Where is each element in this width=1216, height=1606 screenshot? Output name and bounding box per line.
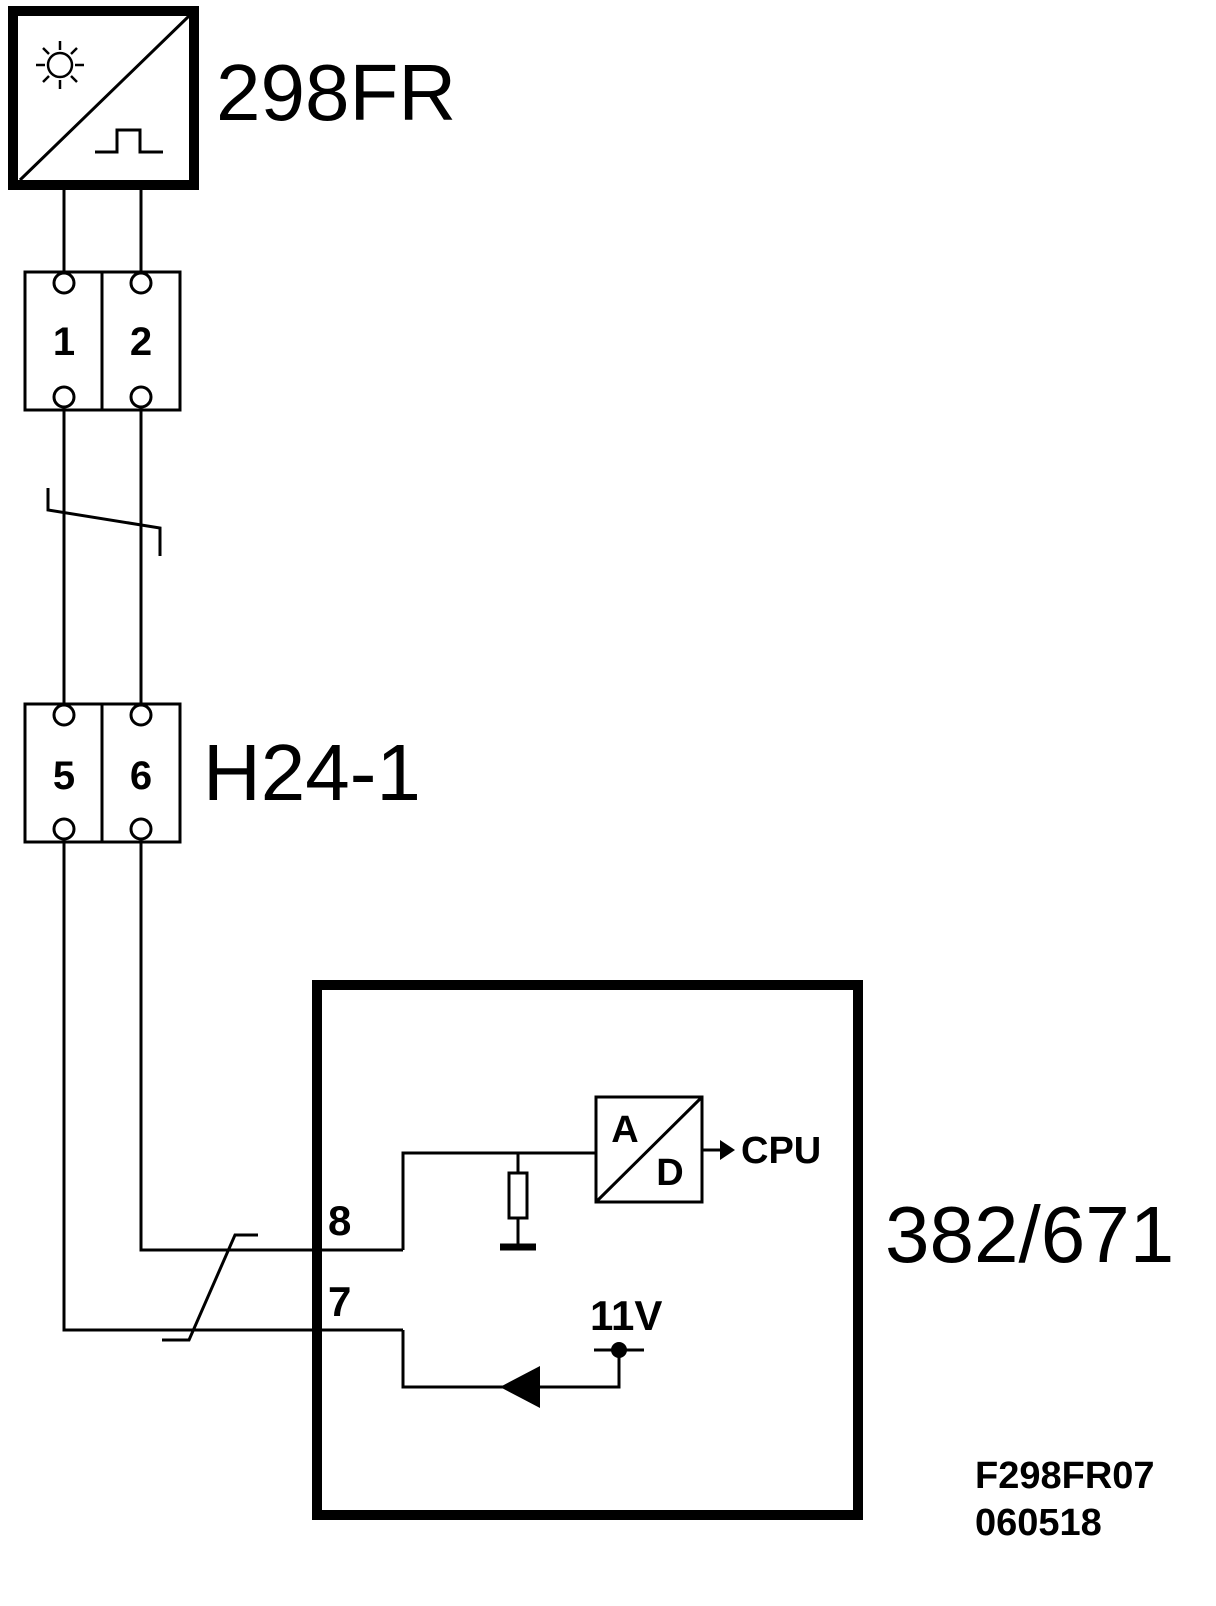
connector-h24-1: 5 6 H24-1 [23, 702, 421, 844]
drawing-date: 060518 [975, 1502, 1102, 1544]
sensor-diagonal [18, 14, 191, 182]
cpu-label: CPU [741, 1130, 821, 1172]
sun-icon [36, 41, 84, 89]
pin-2-label: 2 [130, 320, 152, 364]
ecu-382-671: 8 7 A D CPU 11V 382/671 [312, 980, 1174, 1520]
wire-pin6-ecu-pin8 [139, 839, 403, 1252]
supply-voltage-label: 11V [590, 1292, 662, 1339]
pin-6-bottom-terminal [129, 817, 153, 841]
wire-pin7-supply [401, 1330, 540, 1389]
ecu-box [312, 980, 863, 1520]
diode-triangle-icon [500, 1366, 540, 1408]
adc-a-label: A [611, 1109, 638, 1151]
connector-mid-label: H24-1 [203, 728, 421, 817]
pin-6-label: 6 [130, 754, 152, 798]
twisted-pair-marker-lower [162, 1233, 258, 1342]
pin-2-top-terminal [129, 271, 153, 295]
ecu-pin-7-label: 7 [328, 1278, 351, 1325]
pin-6-top-terminal [129, 703, 153, 727]
adc-diagonal [594, 1095, 704, 1204]
twisted-pair-marker-upper [46, 488, 162, 556]
connector-top: 1 2 [23, 270, 182, 412]
supply-node-dot [611, 1342, 627, 1358]
pulse-icon [95, 128, 163, 154]
wire-input-adc [401, 1151, 596, 1250]
arrow-right-icon [720, 1140, 735, 1160]
wire-supply-node [540, 1350, 621, 1389]
adc-d-label: D [656, 1152, 683, 1194]
pin-5-label: 5 [53, 754, 75, 798]
pin-1-bottom-terminal [52, 385, 76, 409]
ecu-pin-8-label: 8 [328, 1197, 351, 1244]
pin-5-top-terminal [52, 703, 76, 727]
wire-pin5-ecu-pin7 [62, 839, 403, 1332]
drawing-code: F298FR07 [975, 1455, 1155, 1497]
resistor-icon [507, 1171, 529, 1220]
pin-1-top-terminal [52, 271, 76, 295]
sensor-298fr: 298FR [8, 6, 456, 190]
ecu-label: 382/671 [885, 1190, 1174, 1279]
pin-2-bottom-terminal [129, 385, 153, 409]
sensor-label: 298FR [216, 48, 456, 137]
pin-5-bottom-terminal [52, 817, 76, 841]
pin-1-label: 1 [53, 320, 75, 364]
